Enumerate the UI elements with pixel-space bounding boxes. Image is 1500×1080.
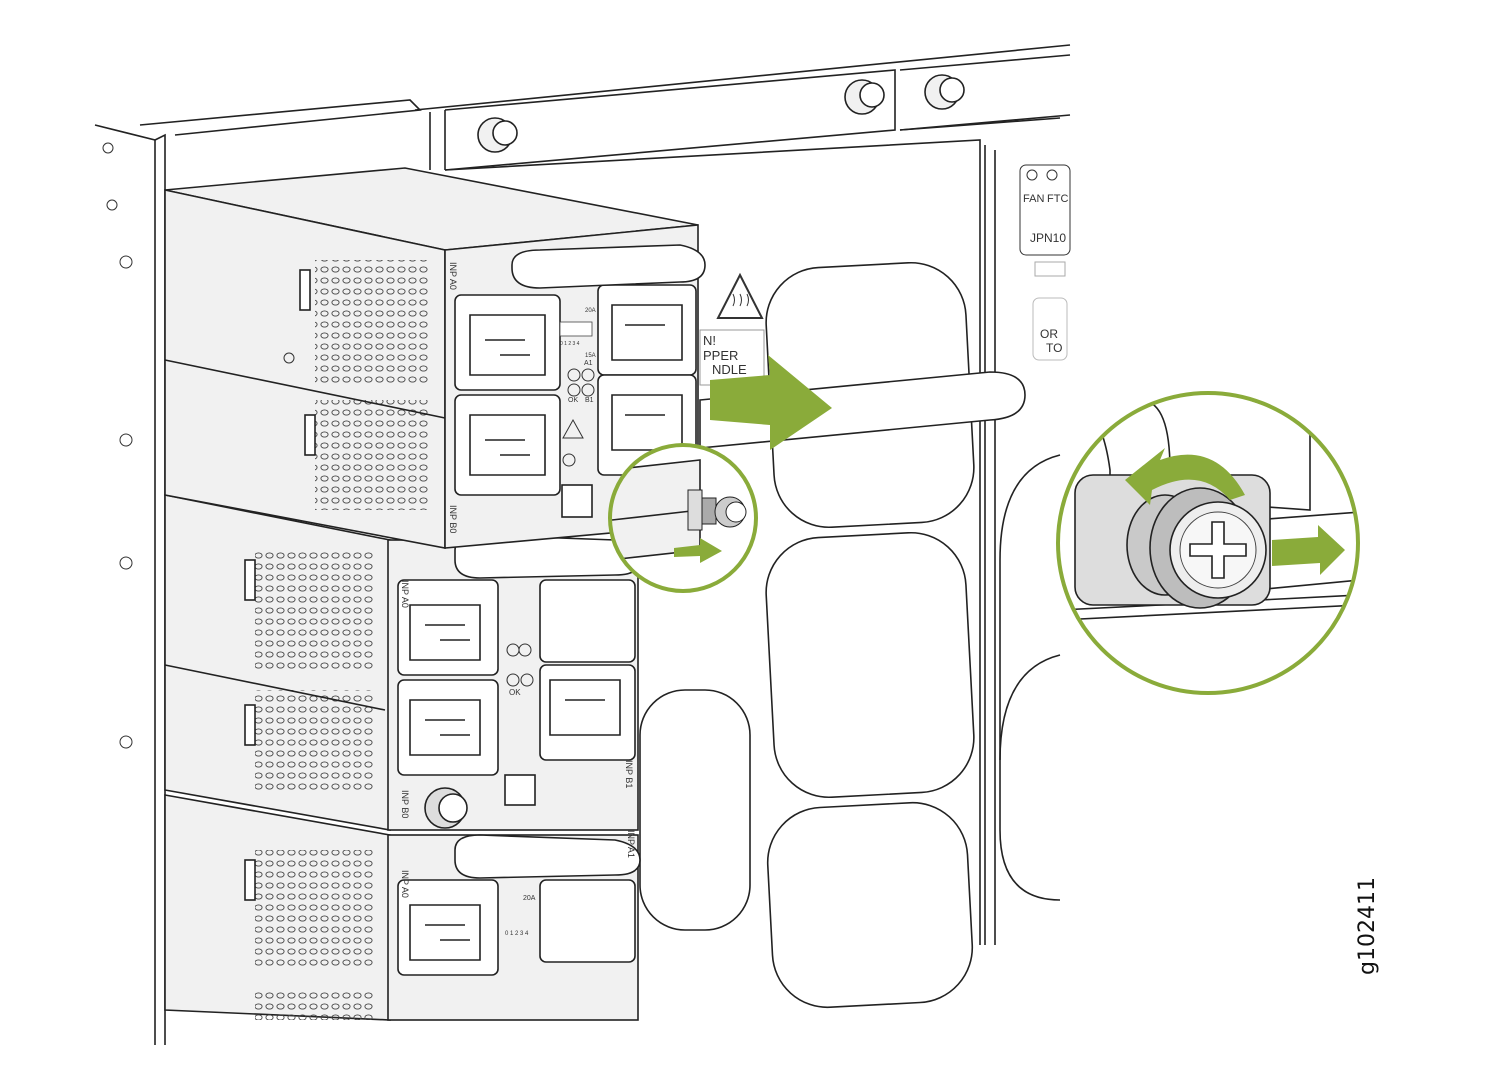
rotate-counterclockwise-arrow-icon <box>1125 448 1245 505</box>
captive-screw-callout-large <box>1056 391 1360 695</box>
model-label: JPN10 <box>1030 231 1066 245</box>
warning-line-3: NDLE <box>712 362 747 377</box>
knurled-thumbscrew-icon <box>1149 487 1267 609</box>
fan-label: FAN <box>1023 193 1044 205</box>
ftc-label: FTC <box>1047 193 1068 205</box>
or-label: OR <box>1040 327 1058 341</box>
figure-id: g102411 <box>1355 877 1380 975</box>
a1-label: A1 <box>584 360 593 367</box>
captive-screw-callout-small <box>608 443 758 593</box>
rating-20a-2: 20A <box>523 895 536 902</box>
psu-installed-2: INP A0 INP A1 20A 0 1 2 3 4 <box>164 794 641 1021</box>
inp-b0-label: INP B0 <box>400 790 410 818</box>
rating-20a: 20A <box>585 308 596 314</box>
warning-label: N! PPER NDLE <box>699 329 765 386</box>
warning-line-1: N! <box>703 333 716 348</box>
pull-direction-arrow-icon <box>1272 525 1345 575</box>
dip-numbers-2: 0 1 2 3 4 <box>505 931 529 937</box>
psu-status-leds: OK A1 B1 20A 15A 0 1 2 3 4 <box>559 308 596 439</box>
rating-15a: 15A <box>585 353 596 359</box>
chassis-thumbscrew <box>477 74 965 153</box>
hot-surface-warning-icon <box>716 272 764 319</box>
psu-being-removed: OK A1 B1 20A 15A 0 1 2 3 4 INP A0 INP B0… <box>164 167 706 549</box>
b1-label: B1 <box>585 397 594 404</box>
fan-tray-label: FAN FTC JPN10 OR TO <box>1019 164 1071 361</box>
psu-installed-1: INP A0 INP B0 INP B1 OK <box>164 494 641 831</box>
inp-a1-label-2: INP A1 <box>626 830 636 858</box>
pull-out-arrow-icon <box>710 355 832 450</box>
inp-a0-label-2: INP A0 <box>400 870 410 898</box>
warning-line-2: PPER <box>703 348 738 363</box>
inp-b0-label-top: INP B0 <box>448 505 458 533</box>
inp-a0-label-top: INP A0 <box>448 262 458 290</box>
dip-numbers: 0 1 2 3 4 <box>560 341 580 347</box>
ok-label: OK <box>509 688 521 697</box>
to-label: TO <box>1046 341 1062 355</box>
ok-label-top: OK <box>568 397 578 404</box>
inp-b1-label: INP B1 <box>624 760 634 788</box>
inp-a0-label: INP A0 <box>400 580 410 608</box>
